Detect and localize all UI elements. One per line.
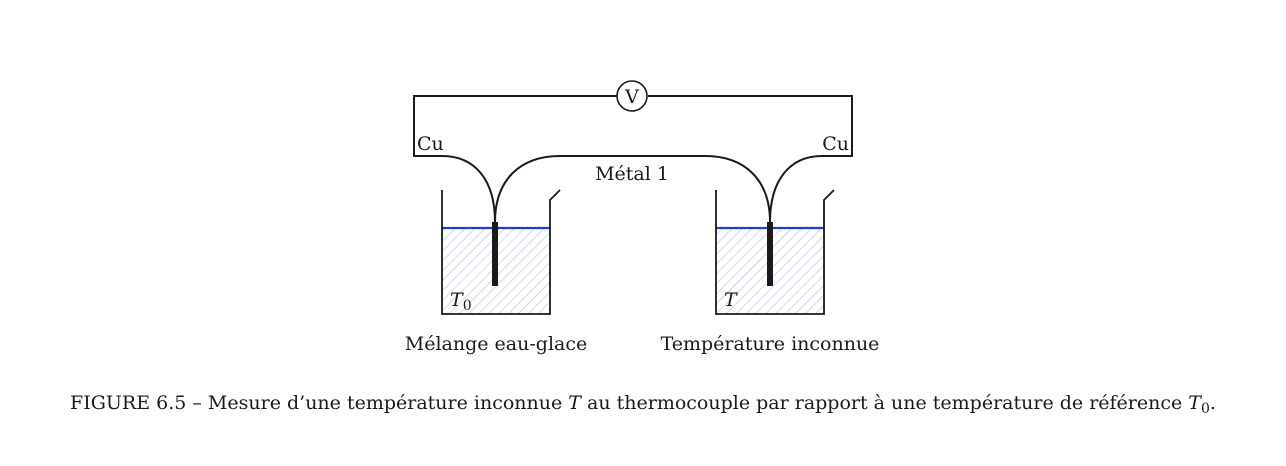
left-temp-symbol: T [450, 289, 464, 311]
left-temp-label: T0 [450, 289, 472, 314]
left-bath [441, 189, 561, 315]
right-bath [715, 189, 835, 315]
left-probe [492, 222, 498, 286]
voltmeter-label: V [624, 86, 639, 108]
metal-1-wire [494, 155, 771, 223]
metal-1-label: Métal 1 [595, 163, 669, 185]
right-probe [767, 222, 773, 286]
left-beaker [441, 189, 561, 315]
right-copper-wire [648, 95, 853, 223]
right-temp-label: T [724, 289, 738, 311]
caption-suffix: . [1210, 392, 1216, 414]
left-copper-wire [413, 95, 617, 223]
caption-var-t0-subscript: 0 [1201, 401, 1210, 417]
copper-circuit [413, 95, 853, 223]
voltmeter-circle [616, 80, 648, 112]
caption-var-t0: T [1188, 392, 1202, 414]
left-cu-label: Cu [417, 133, 444, 155]
caption-prefix: FIGURE 6.5 – Mesure d’une température in… [70, 392, 568, 414]
voltmeter: V [616, 80, 648, 112]
caption-middle: au thermocouple par rapport à une tempér… [581, 392, 1188, 414]
right-beaker [715, 189, 835, 315]
left-bath-caption: Mélange eau-glace [405, 333, 587, 355]
figure-caption: FIGURE 6.5 – Mesure d’une température in… [70, 392, 1216, 417]
right-cu-label: Cu [822, 133, 849, 155]
left-temp-subscript: 0 [463, 298, 472, 314]
caption-var-t: T [568, 392, 582, 414]
right-bath-caption: Température inconnue [661, 333, 880, 355]
